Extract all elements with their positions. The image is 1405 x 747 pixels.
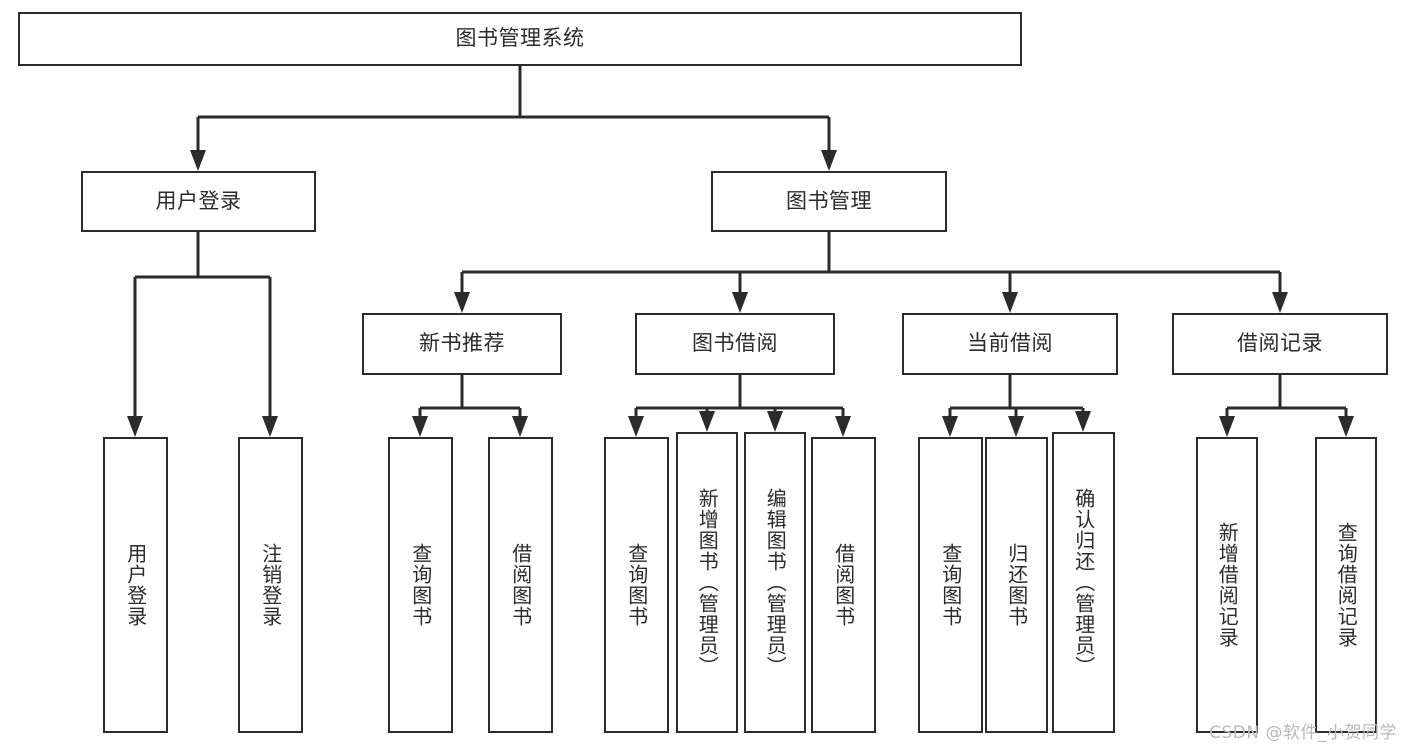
node-book-management-label: 图书管理 (786, 188, 872, 213)
leaf-borrow-book-1[interactable]: 借阅图书 (488, 437, 553, 733)
arrowhead-leaf-query-book-2 (628, 416, 644, 437)
arrowhead-user-login (190, 150, 206, 171)
arrowhead-leaf-return-book (1008, 416, 1024, 437)
leaf-query-record[interactable]: 查询借阅记录 (1315, 437, 1377, 733)
node-user-login-label: 用户登录 (155, 188, 242, 213)
arrowhead-leaf-add-book (699, 411, 715, 432)
node-new-book-recommend[interactable]: 新书推荐 (362, 313, 562, 375)
node-current-borrow-label: 当前借阅 (967, 331, 1053, 356)
arrowhead-leaf-user-login (127, 416, 143, 437)
leaf-borrow-book-2-label: 借阅图书 (831, 543, 856, 627)
arrowhead-leaf-borrow-book-1 (512, 416, 528, 437)
leaf-query-book-1-label: 查询图书 (408, 543, 433, 627)
leaf-query-record-label: 查询借阅记录 (1334, 522, 1359, 648)
node-root[interactable]: 图书管理系统 (18, 12, 1022, 66)
leaf-query-book-2[interactable]: 查询图书 (604, 437, 669, 733)
arrowhead-leaf-borrow-book-2 (835, 416, 851, 437)
node-user-login[interactable]: 用户登录 (81, 171, 316, 232)
leaf-return-book[interactable]: 归还图书 (985, 437, 1048, 733)
leaf-query-book-3[interactable]: 查询图书 (918, 437, 983, 733)
leaf-logout-label: 注销登录 (258, 543, 283, 627)
arrowhead-leaf-query-book-1 (412, 416, 428, 437)
leaf-add-book[interactable]: 新增图书（管理员） (676, 432, 738, 733)
leaf-query-book-3-label: 查询图书 (938, 543, 963, 627)
node-book-management[interactable]: 图书管理 (711, 171, 947, 232)
node-book-borrow[interactable]: 图书借阅 (635, 313, 835, 375)
arrowhead-leaf-logout (262, 416, 278, 437)
leaf-add-book-label: 新增图书（管理员） (695, 488, 720, 677)
leaf-confirm-return[interactable]: 确认归还（管理员） (1052, 432, 1115, 733)
arrowhead-book-management (821, 150, 837, 171)
leaf-add-record-label: 新增借阅记录 (1215, 522, 1240, 648)
node-borrow-record-label: 借阅记录 (1237, 331, 1323, 356)
node-book-borrow-label: 图书借阅 (692, 331, 778, 356)
node-root-label: 图书管理系统 (455, 26, 585, 51)
arrowhead-current-borrow (1002, 292, 1018, 313)
arrowhead-leaf-query-record (1338, 416, 1354, 437)
leaf-return-book-label: 归还图书 (1004, 543, 1029, 627)
leaf-logout[interactable]: 注销登录 (238, 437, 303, 733)
leaf-query-book-1[interactable]: 查询图书 (388, 437, 453, 733)
leaf-borrow-book-1-label: 借阅图书 (508, 543, 533, 627)
leaf-borrow-book-2[interactable]: 借阅图书 (811, 437, 876, 733)
arrowhead-leaf-add-record (1219, 416, 1235, 437)
leaf-edit-book[interactable]: 编辑图书（管理员） (744, 432, 806, 733)
leaf-edit-book-label: 编辑图书（管理员） (763, 488, 788, 677)
arrowhead-new-book-recommend (454, 292, 470, 313)
arrowhead-borrow-record (1272, 292, 1288, 313)
leaf-confirm-return-label: 确认归还（管理员） (1071, 488, 1096, 677)
leaf-query-book-2-label: 查询图书 (624, 543, 649, 627)
node-new-book-recommend-label: 新书推荐 (419, 331, 505, 356)
leaf-add-record[interactable]: 新增借阅记录 (1196, 437, 1258, 733)
node-borrow-record[interactable]: 借阅记录 (1172, 313, 1388, 375)
arrowhead-leaf-confirm-return (1075, 411, 1091, 432)
arrowhead-leaf-query-book-3 (942, 416, 958, 437)
leaf-user-login[interactable]: 用户登录 (103, 437, 168, 733)
node-current-borrow[interactable]: 当前借阅 (902, 313, 1118, 375)
arrowhead-book-borrow (732, 292, 748, 313)
leaf-user-login-label: 用户登录 (123, 543, 148, 627)
arrowhead-leaf-edit-book (767, 411, 783, 432)
